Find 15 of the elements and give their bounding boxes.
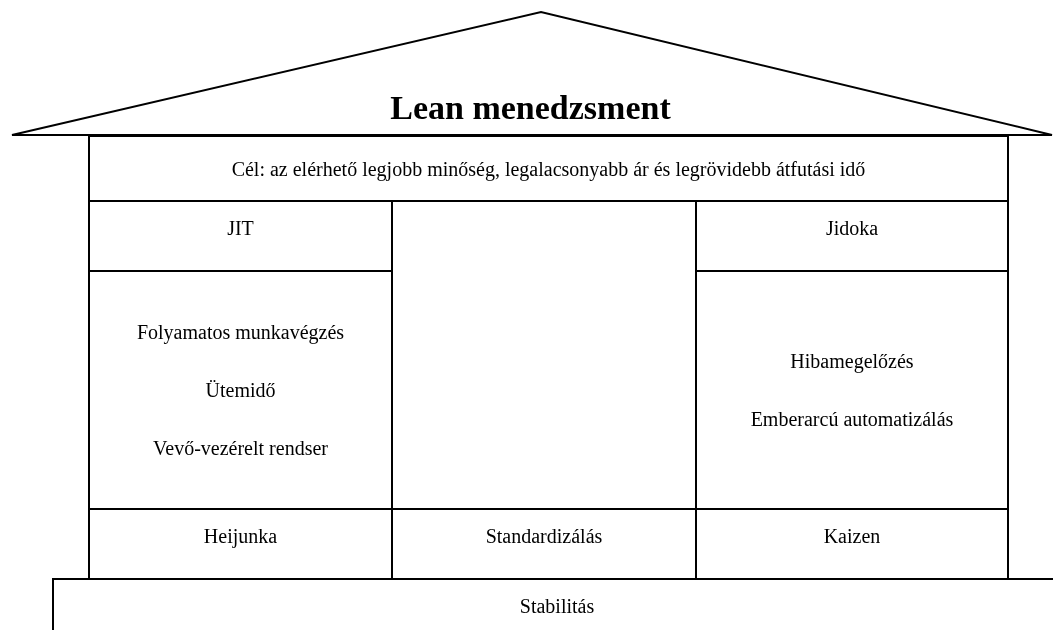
goal-text: Cél: az elérhető legjobb minőség, legalacsonyabb ár és legrövidebb átfutási idő bbox=[231, 156, 866, 181]
pillar-item: Ütemidő bbox=[205, 378, 276, 402]
pillar-heading: JIT bbox=[227, 216, 254, 240]
roof-title: Lean menedzsment bbox=[390, 88, 671, 129]
pillar-item: Vevő-vezérelt rendser bbox=[153, 436, 328, 460]
base-label: Stabilitás bbox=[519, 594, 595, 618]
pillar-heading: Jidoka bbox=[825, 216, 879, 240]
pillar-item: Hibamegelőzés bbox=[790, 349, 914, 373]
house-section bbox=[52, 578, 1053, 630]
house-section bbox=[88, 135, 1009, 202]
foundation-label: Kaizen bbox=[823, 524, 881, 548]
pillar-item: Emberarcú automatizálás bbox=[750, 407, 954, 431]
foundation-label: Heijunka bbox=[203, 524, 278, 548]
pillar-item: Folyamatos munkavégzés bbox=[136, 320, 345, 344]
foundation-label: Standardizálás bbox=[485, 524, 603, 548]
